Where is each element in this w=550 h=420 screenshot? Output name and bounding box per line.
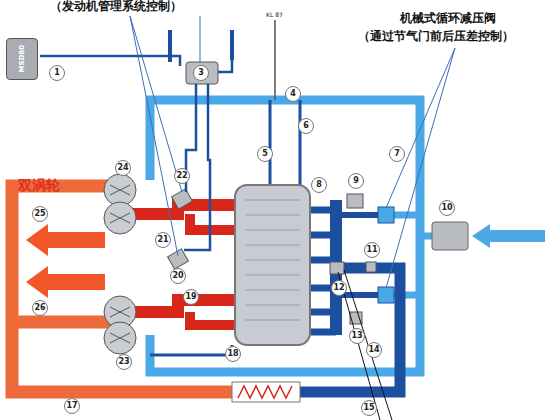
callout-number: 4: [285, 86, 301, 102]
heading-note: 机械式循环减压阀: [400, 12, 496, 25]
callout-number: 12: [331, 280, 347, 296]
callout-number: 22: [174, 168, 190, 184]
callout-number: 24: [115, 160, 131, 176]
callout-number: 5: [257, 146, 273, 162]
callout-number: 6: [298, 118, 314, 134]
callout-number: 26: [32, 300, 48, 316]
callout-number: 8: [311, 177, 327, 193]
signal-name: KL 87: [266, 12, 283, 19]
callout-number: 10: [439, 200, 455, 216]
callout-number: 20: [170, 268, 186, 284]
callout-number: 19: [183, 289, 199, 305]
heading-note: （通过节气门前后压差控制）: [358, 30, 514, 43]
callout-number: 13: [349, 328, 365, 344]
callout-number: 14: [366, 342, 382, 358]
control-unit-box: MSD80: [6, 38, 38, 80]
callout-number: 21: [155, 232, 171, 248]
unit-label: MSD80: [18, 45, 26, 73]
callout-number: 1: [49, 65, 65, 81]
callout-number: 3: [193, 65, 209, 81]
callout-number: 15: [361, 400, 377, 416]
callout-number: 11: [364, 242, 380, 258]
callout-number: 23: [116, 354, 132, 370]
callout-number: 17: [64, 398, 80, 414]
callout-number: 9: [348, 173, 364, 189]
callout-number: 25: [32, 206, 48, 222]
heading-note: （发动机管理系统控制）: [50, 0, 182, 13]
callout-number: 7: [389, 146, 405, 162]
group-label: 双涡轮: [18, 178, 60, 193]
callout-number: 18: [225, 346, 241, 362]
